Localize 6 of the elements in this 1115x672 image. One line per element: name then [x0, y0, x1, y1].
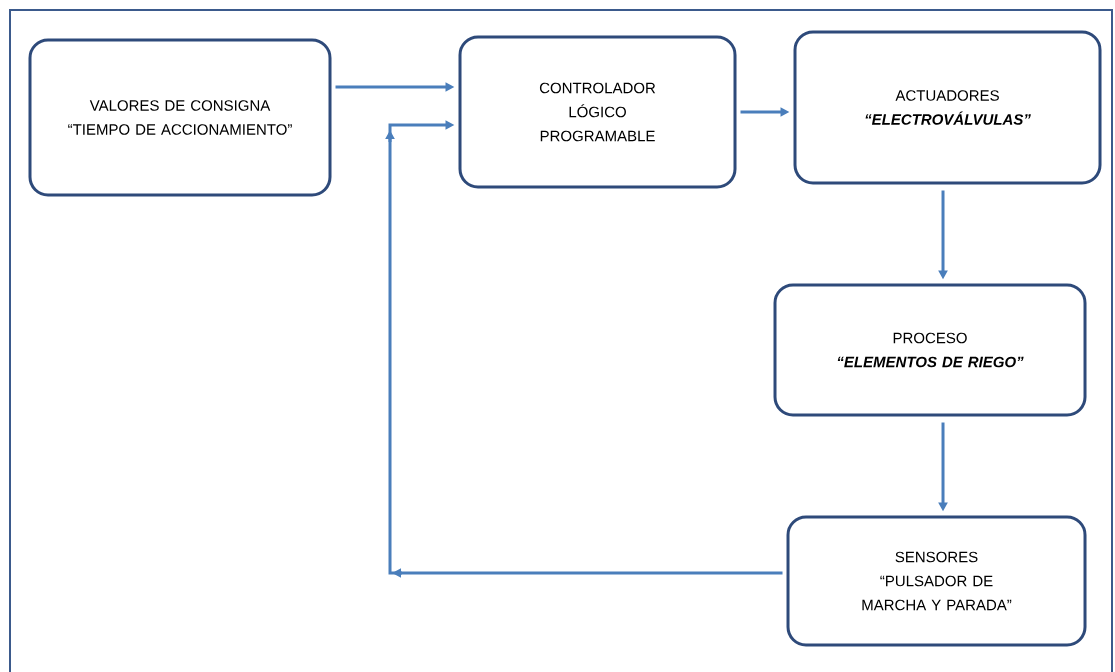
process-box: ACTUADORES “ELECTROVÁLVULAS”	[793, 30, 1102, 185]
arrow	[385, 120, 783, 578]
process-box: CONTROLADOR LÓGICO PROGRAMABLE	[458, 35, 737, 189]
process-box: SENSORES “PULSADOR DE MARCHA Y PARADA”	[786, 515, 1087, 647]
process-box: PROCESO “ELEMENTOS DE RIEGO”	[773, 283, 1087, 417]
process-box: VALORES DE CONSIGNA “TIEMPO DE ACCIONAMIENTO”	[28, 38, 332, 197]
